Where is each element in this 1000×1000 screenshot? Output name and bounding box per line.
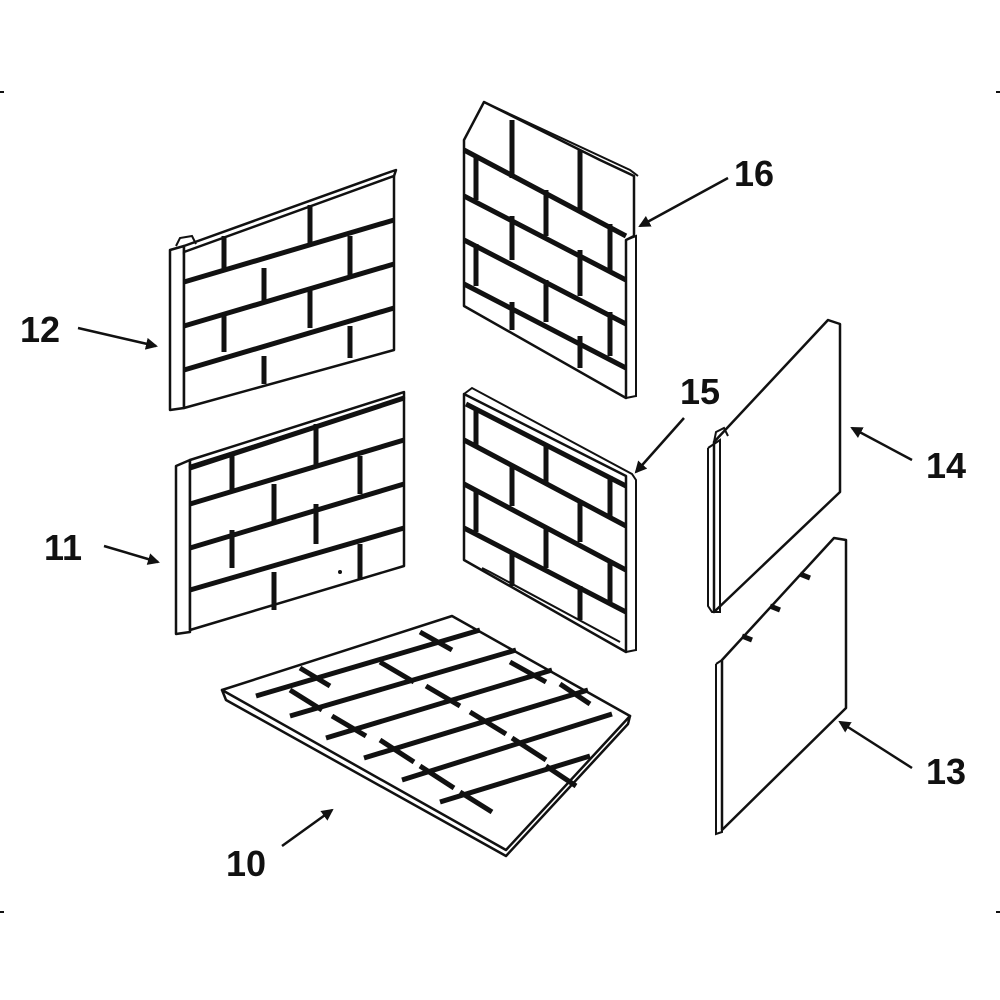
panel-15-joints [462, 401, 628, 620]
panel-13-grooves [741, 571, 811, 643]
panel-11-joints [189, 395, 405, 610]
callout-14: 14 [926, 445, 966, 486]
panel-12-joints [183, 205, 395, 384]
panel-14 [707, 318, 842, 614]
panel-16 [462, 100, 639, 400]
arrow-16 [638, 176, 729, 228]
callout-13: 13 [926, 751, 966, 792]
panel-16-joints [462, 120, 628, 371]
arrow-10 [281, 808, 334, 848]
callout-10: 10 [226, 843, 266, 884]
arrow-15 [634, 417, 685, 474]
leader-arrows [77, 176, 913, 848]
arrow-12 [77, 326, 158, 350]
arrow-11 [103, 544, 160, 565]
callout-labels: 12 11 16 15 14 13 10 [20, 153, 966, 884]
panel-15 [462, 386, 637, 654]
callout-16: 16 [734, 153, 774, 194]
callout-12: 12 [20, 309, 60, 350]
panel-10 [220, 614, 632, 858]
panel-11 [174, 390, 406, 636]
panel-10-joints [255, 627, 613, 815]
callout-15: 15 [680, 371, 720, 412]
frame-ticks [0, 91, 1000, 913]
arrow-14 [850, 426, 913, 462]
panel-12 [168, 168, 398, 412]
callout-11: 11 [44, 527, 82, 568]
panel-13 [715, 536, 848, 836]
arrow-13 [838, 720, 913, 770]
